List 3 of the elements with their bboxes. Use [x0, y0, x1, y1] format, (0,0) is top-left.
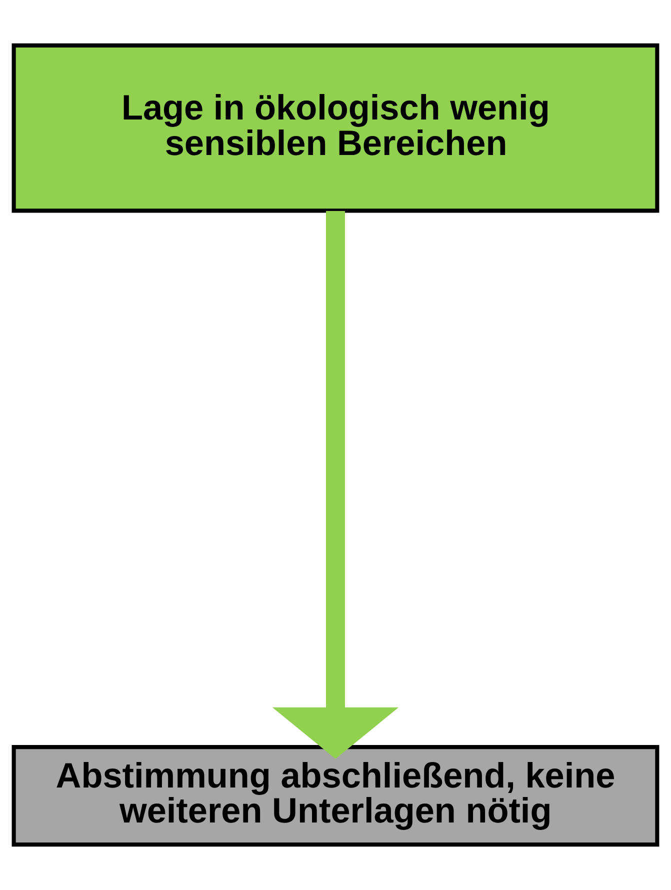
node-box: Abstimmung abschließend, keine weiteren Unterlagen nötig: [12, 745, 660, 847]
node-box: Lage in ökologisch wenig sensiblen Bereichen: [12, 43, 660, 213]
arrow: [272, 210, 399, 759]
